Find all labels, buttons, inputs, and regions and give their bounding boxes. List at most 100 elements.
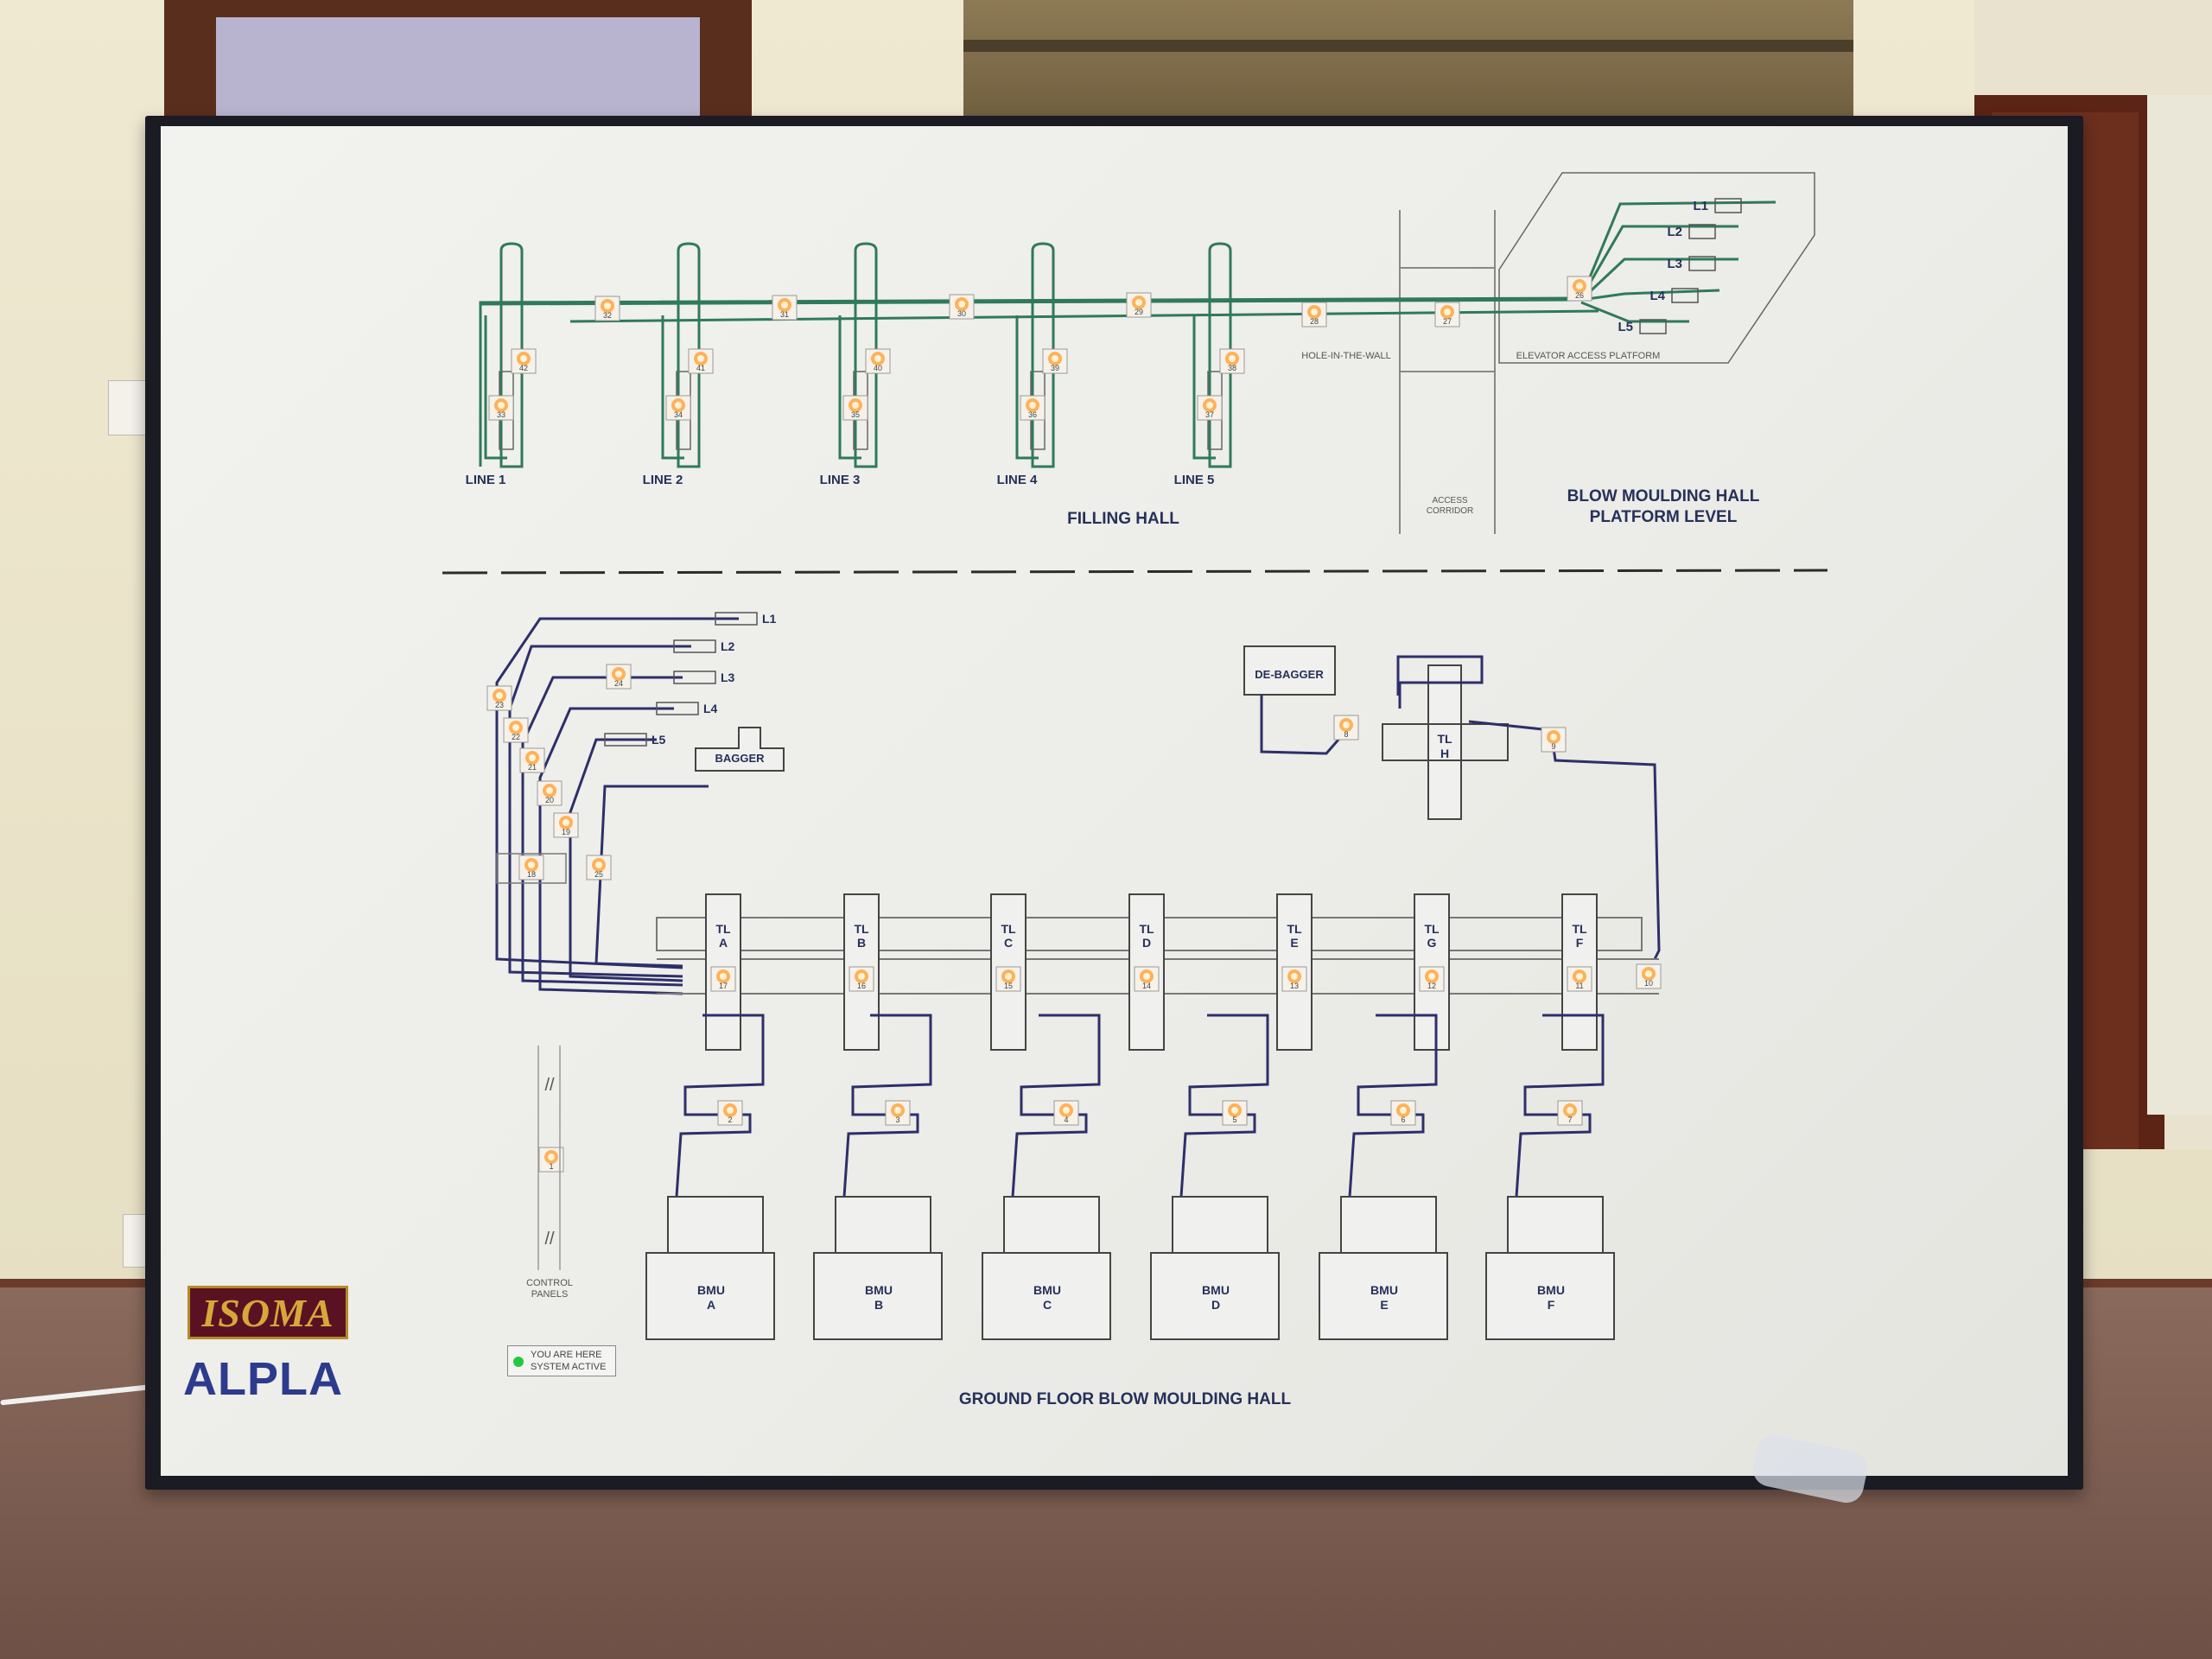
lamp-5: 5 [1222,1100,1248,1126]
lamp-15-number: 15 [1004,982,1013,990]
platform-line-L1: L1 [1693,198,1742,213]
lamp-35-number: 35 [851,410,860,419]
lamp-31-number: 31 [780,310,789,319]
system-active-indicator [513,1357,524,1367]
svg-text:L5: L5 [652,733,666,747]
lamp-23: 23 [486,685,512,711]
legend-text: YOU ARE HERE SYSTEM ACTIVE [531,1350,607,1372]
svg-text:BMU: BMU [1370,1283,1398,1297]
control-panels-label-2: PANELS [531,1289,569,1300]
lamp-42: 42 [511,348,537,374]
svg-text://: // [544,1230,555,1249]
control-panels: // // [537,1046,561,1270]
lamp-32-number: 32 [603,311,612,320]
svg-text:B: B [874,1298,883,1312]
filling-line-label: LINE 4 [997,473,1038,487]
lamp-7: 7 [1557,1100,1583,1126]
svg-text:TL: TL [1572,922,1587,936]
platform-line-L3: L3 [1667,256,1716,271]
svg-text:TL: TL [1139,922,1154,936]
lamp-6-number: 6 [1401,1116,1405,1124]
lamp-14: 14 [1134,966,1160,992]
debagger-unit: DE-BAGGER [1243,645,1358,755]
lamp-19: 19 [553,812,579,838]
lamp-33: 33 [488,395,514,421]
lamp-37-number: 37 [1205,410,1214,419]
lamp-22-number: 22 [512,733,520,741]
lamp-29: 29 [1126,292,1152,318]
lamp-7-number: 7 [1567,1116,1572,1124]
lamp-12: 12 [1419,966,1445,992]
lamp-24-number: 24 [614,679,623,688]
lamp-8: 8 [1333,715,1359,741]
svg-text:BMU: BMU [1033,1283,1061,1297]
svg-text:A: A [719,936,728,950]
svg-text:L4: L4 [1649,289,1665,303]
lamp-31: 31 [772,295,798,321]
lamp-30: 30 [949,294,975,320]
lamp-36-number: 36 [1028,410,1037,419]
lamp-39-number: 39 [1051,364,1059,372]
lamp-21: 21 [519,747,545,773]
control-panels-label-1: CONTROL [526,1278,573,1288]
mimic-board [161,126,2068,1476]
lamp-28: 28 [1301,302,1327,327]
lamp-32: 32 [594,296,620,321]
stacked-boxes [963,0,1853,125]
lamp-28-number: 28 [1310,317,1319,326]
ground-floor-title: GROUND FLOOR BLOW MOULDING HALL [959,1390,1292,1408]
lamp-16-number: 16 [857,982,866,990]
svg-text:TL: TL [854,922,869,936]
svg-text:F: F [1548,1298,1555,1312]
lamp-11: 11 [1567,966,1592,992]
lamp-14-number: 14 [1142,982,1151,990]
svg-text:D: D [1211,1298,1220,1312]
lamp-27-number: 27 [1443,317,1452,326]
lamp-34: 34 [665,395,691,421]
lamp-17-number: 17 [719,982,728,990]
lamp-2-number: 2 [728,1116,732,1124]
ground-line-L3: L3 [673,671,735,684]
svg-text:BMU: BMU [697,1283,725,1297]
lamp-18: 18 [518,855,544,880]
ground-line-L4: L4 [656,702,718,715]
lamp-9-number: 9 [1551,742,1555,751]
lamp-3-number: 3 [895,1116,899,1124]
lamp-18-number: 18 [527,870,536,879]
lamp-20: 20 [537,780,563,806]
lamp-19-number: 19 [562,828,570,836]
svg-text:L5: L5 [1618,320,1633,334]
lamp-24: 24 [606,664,632,690]
platform-line-L2: L2 [1667,224,1716,239]
alpla-logo: ALPLA [183,1353,343,1405]
hole-in-the-wall-label: HOLE-IN-THE-WALL [1301,351,1391,361]
lamp-16: 16 [849,966,874,992]
svg-text:BMU: BMU [1537,1283,1565,1297]
access-corridor-label-2: CORRIDOR [1427,506,1473,516]
platform-title-1: BLOW MOULDING HALL [1567,487,1760,505]
lamp-40-number: 40 [874,364,882,372]
lamp-12-number: 12 [1427,982,1436,990]
lamp-21-number: 21 [528,763,537,772]
bagger-unit: BAGGER [695,727,785,772]
lamp-22: 22 [503,717,529,743]
lamp-39: 39 [1042,348,1068,374]
lamp-2: 2 [717,1100,743,1126]
lamp-13-number: 13 [1290,982,1299,990]
platform-title-2: PLATFORM LEVEL [1590,508,1738,526]
lamp-26-number: 26 [1575,291,1584,300]
lamp-36: 36 [1020,395,1046,421]
svg-text:G: G [1427,936,1437,950]
